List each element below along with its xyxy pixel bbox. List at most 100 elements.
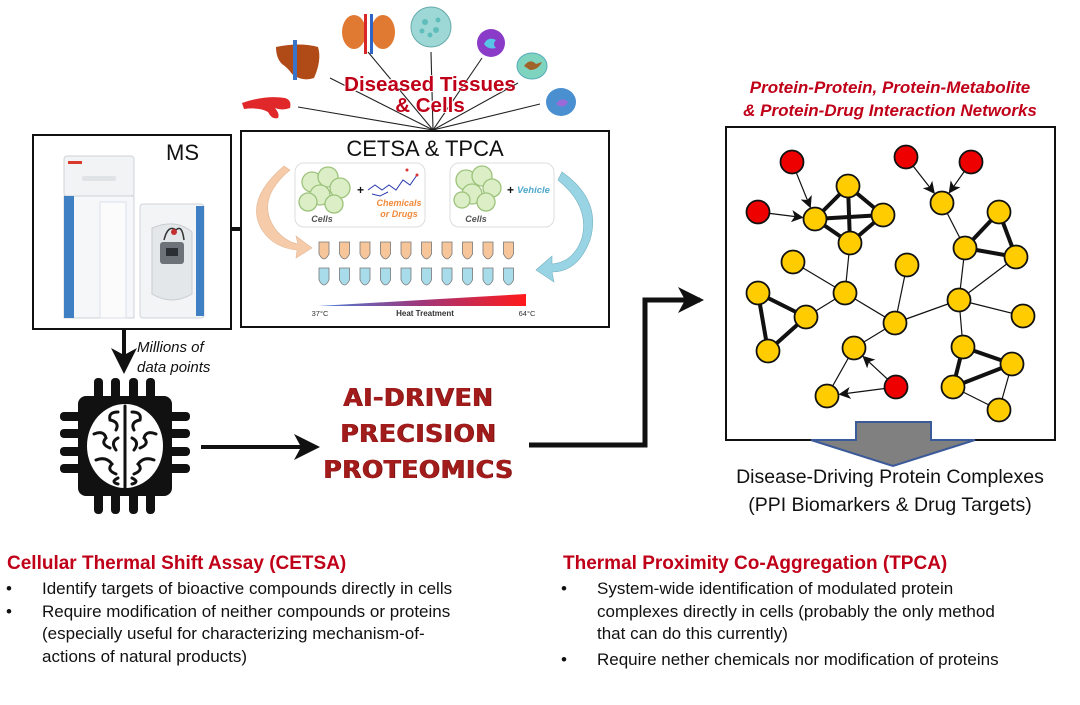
mass-spectrometer-image — [63, 155, 205, 319]
treated-tube — [421, 241, 432, 260]
heat-start-label: 37°C — [312, 309, 329, 318]
left-plus-sign: + — [357, 183, 364, 197]
fan-line — [432, 103, 541, 131]
tpca-bullet-2: • Require nether chemicals nor modificat… — [557, 649, 1080, 672]
vehicle-tube — [482, 267, 494, 286]
cells-cluster-icon — [453, 165, 502, 212]
vehicle-tube — [503, 267, 514, 286]
directed-interaction-edge — [862, 355, 888, 380]
protein-node — [950, 334, 976, 360]
chemicals-label: Chemicals — [376, 198, 421, 208]
protein-node — [940, 374, 966, 400]
treated-tube — [359, 241, 371, 260]
vehicle-tube — [380, 267, 391, 286]
outcome-text: Disease-Driving Protein Complexes (PPI B… — [700, 463, 1080, 519]
green-cell-icon — [516, 52, 548, 80]
protein-node — [745, 280, 771, 306]
treated-tube — [462, 241, 473, 260]
vehicle-tube — [400, 267, 412, 286]
thermo-logo — [68, 161, 82, 164]
ligand-node — [893, 144, 919, 170]
protein-node — [870, 202, 896, 228]
vehicle-tube — [462, 267, 473, 286]
diseased-tissues-title-line1: Diseased Tissues — [344, 73, 516, 96]
fan-line — [432, 82, 519, 131]
ai-to-network-arrow — [529, 287, 704, 448]
bullet-icon: • — [6, 579, 12, 598]
fan-line — [329, 77, 434, 131]
ai-title-line2: PRECISION — [339, 419, 497, 448]
network-title: Protein-Protein, Protein-Metabolite & Pr… — [700, 76, 1080, 122]
treated-tube — [482, 241, 494, 260]
data-points-label-line2: data points — [137, 359, 211, 376]
protein-node — [755, 338, 781, 364]
bullet-text: (especially useful for characterizing me… — [42, 624, 425, 643]
directed-interaction-edge — [948, 171, 965, 194]
tissue-fan-lines — [297, 51, 541, 131]
ligand-node — [883, 374, 909, 400]
blood-vessel-icon — [242, 97, 291, 119]
outcome-line2: (PPI Biomarkers & Drug Targets) — [748, 494, 1032, 516]
cetsa-bullet-2: • Require modification of neither compou… — [2, 601, 532, 669]
left-curved-arrow — [256, 165, 313, 259]
vehicle-tube — [421, 267, 432, 286]
fan-line — [430, 51, 434, 131]
ms-label: MS — [166, 140, 199, 165]
network-title-line2: & Protein-Drug Interaction Networks — [743, 101, 1037, 120]
bullet-text: actions of natural products) — [42, 646, 248, 666]
protein-node — [1003, 244, 1029, 270]
bullet-text: Identify targets of bioactive compounds … — [42, 579, 453, 598]
directed-interaction-edge — [838, 387, 885, 399]
protein-node — [894, 252, 920, 278]
vehicle-tube — [359, 267, 371, 286]
directed-interaction-edge — [795, 172, 812, 209]
cetsa-tpca-illustration: Cells + Chemicals or Drugs Cells + Vehic… — [256, 162, 594, 318]
vehicle-tube — [441, 267, 453, 286]
protein-node — [832, 280, 858, 306]
bullet-icon: • — [6, 601, 12, 621]
cetsa-bullet-list: • Identify targets of bioactive compound… — [2, 578, 532, 668]
protein-node — [986, 397, 1012, 423]
cetsa-section-title: Cellular Thermal Shift Assay (CETSA) — [7, 553, 347, 574]
kidney-icon — [342, 14, 395, 54]
bullet-icon: • — [561, 579, 567, 598]
ai-chip-brain-icon — [60, 378, 190, 514]
ligand-node — [745, 199, 771, 225]
bullet-icon: • — [561, 649, 567, 669]
heat-treatment-label: Heat Treatment — [396, 309, 454, 318]
protein-node — [780, 249, 806, 275]
cetsa-bullet-1: • Identify targets of bioactive compound… — [2, 578, 532, 601]
fan-line — [367, 51, 434, 131]
protein-node — [999, 351, 1025, 377]
down-block-arrow — [810, 421, 976, 468]
directed-interaction-edge — [769, 210, 804, 223]
vehicle-tube — [339, 267, 350, 286]
heat-gradient-wedge — [318, 294, 526, 306]
vehicle-label: Vehicle — [517, 185, 551, 196]
treated-tube — [441, 241, 453, 260]
purple-cell-icon — [477, 29, 505, 57]
tpca-bullet-list: • System-wide identification of modulate… — [557, 578, 1080, 671]
tpca-bullet-1: • System-wide identification of modulate… — [557, 578, 1080, 646]
tpca-section-title: Thermal Proximity Co-Aggregation (TPCA) — [563, 553, 948, 574]
ai-driven-precision-proteomics-title: AI-DRIVEN PRECISION PROTEOMICS — [318, 380, 518, 488]
left-cells-label: Cells — [311, 214, 333, 224]
tissue-icons — [242, 6, 576, 119]
bullet-text: complexes directly in cells (probably th… — [597, 601, 995, 621]
protein-node — [882, 310, 908, 336]
network-title-line1: Protein-Protein, Protein-Metabolite — [749, 78, 1031, 97]
treated-tube — [339, 241, 350, 260]
chemical-structure-icon — [367, 168, 419, 197]
directed-interaction-edge — [912, 165, 935, 194]
treated-tube — [380, 241, 391, 260]
protein-node — [802, 206, 828, 232]
blue-cell-icon — [546, 88, 576, 116]
treated-tube — [318, 241, 330, 260]
protein-node — [946, 287, 972, 313]
tissue-cell-icon — [410, 6, 452, 48]
diseased-tissues-title-line2: & Cells — [395, 94, 465, 117]
cells-cluster-icon — [298, 166, 351, 214]
diseased-tissues-title: Diseased Tissues & Cells — [310, 74, 550, 116]
outcome-line1: Disease-Driving Protein Complexes — [736, 466, 1044, 488]
